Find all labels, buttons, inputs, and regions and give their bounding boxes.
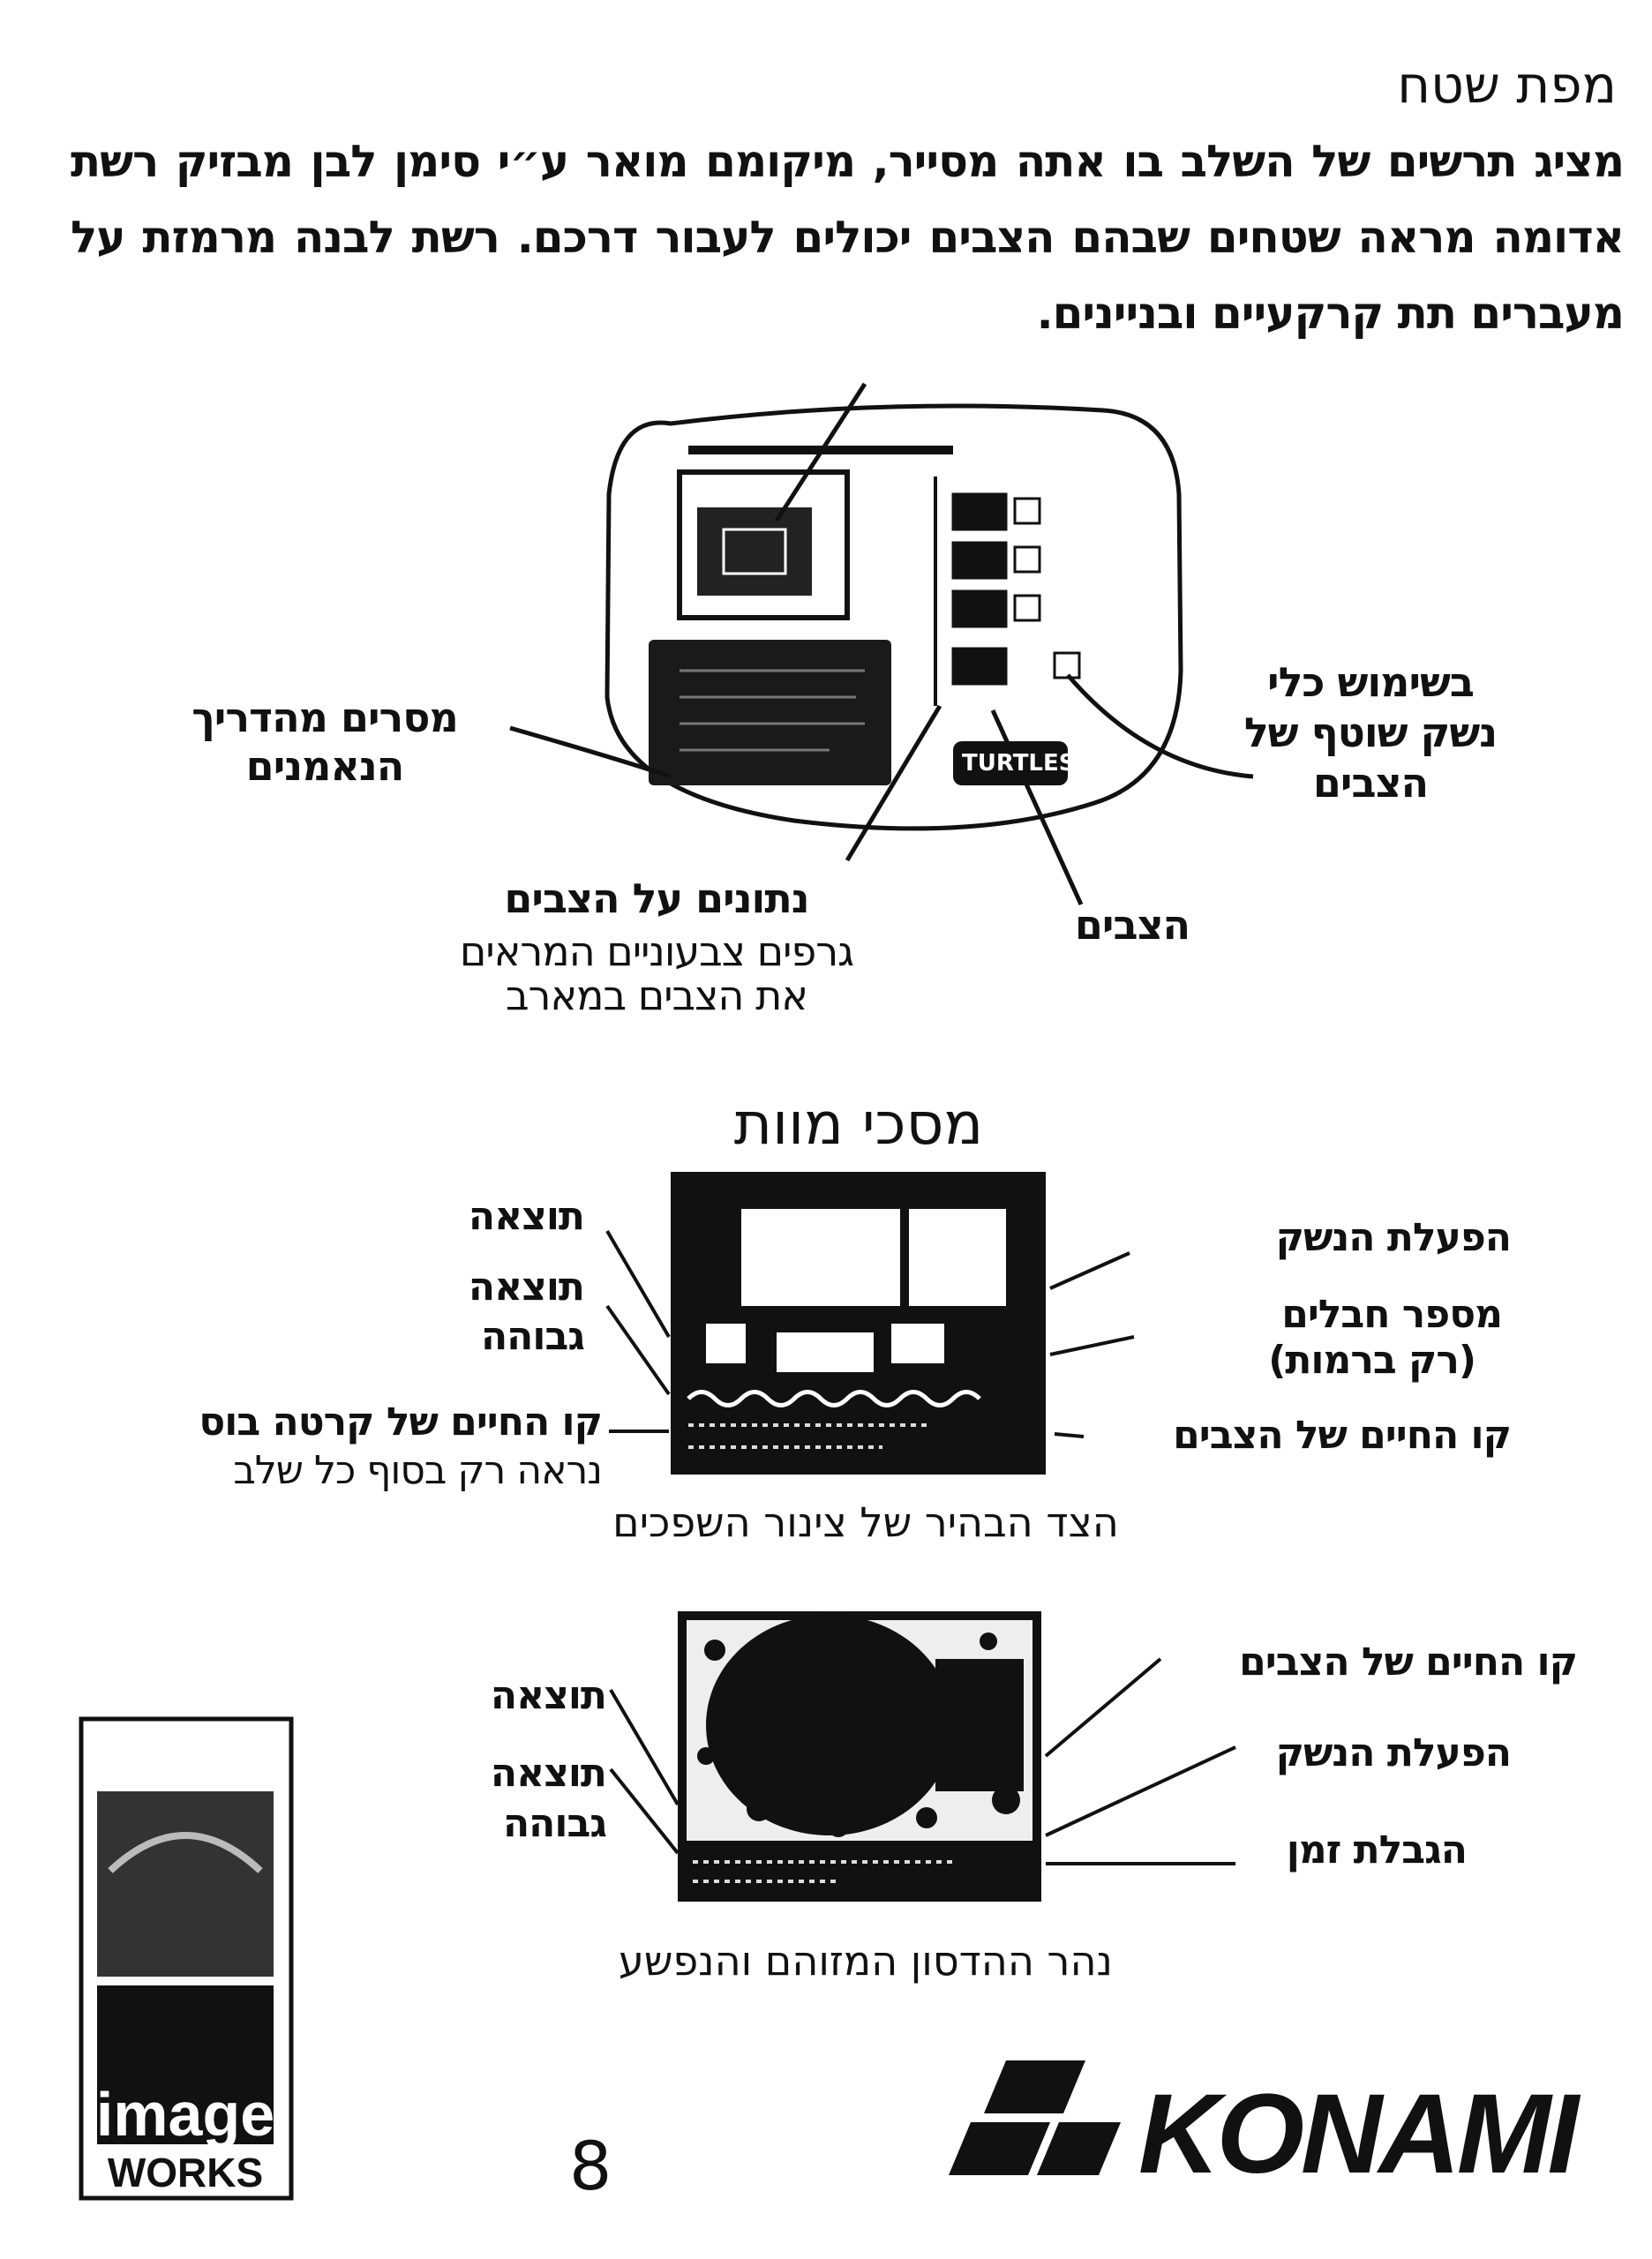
- s2-weapon-label: הפעלת הנשק: [1275, 1730, 1512, 1775]
- label-turtles: הצבים: [1074, 901, 1190, 949]
- s1-high-score-label-2: גבוהה: [480, 1314, 585, 1359]
- s1-score-label: תוצאה: [468, 1194, 585, 1239]
- s2-turtle-life-label: קו החיים של הצבים: [1239, 1640, 1578, 1685]
- s2-caption: נהר ההדסון המזוהם והנפשע: [619, 1937, 1113, 1985]
- s1-boss-life-label: קו החיים של קרטה בוס: [199, 1400, 603, 1445]
- s2-high-score-label-1: תוצאה: [490, 1751, 607, 1796]
- label-messages-1: מסרים מהדריך: [191, 694, 459, 741]
- label-turtle-data: נתונים על הצבים: [504, 874, 809, 922]
- section-paragraph: מציג תרשים של השלב בו אתה מסייר, מיקומם …: [71, 136, 1625, 339]
- s2-score-label: תוצאה: [490, 1673, 607, 1718]
- death-screens-title: מסכי מוות: [733, 1090, 984, 1158]
- s1-ropes-note: (רק ברמות): [1268, 1338, 1476, 1383]
- s1-caption: הצד הבהיר של צינור השפכים: [612, 1498, 1119, 1546]
- label-messages-2: הנאמנים: [245, 742, 405, 790]
- page-number: 8: [569, 2127, 612, 2205]
- s2-high-score-label-2: גבוהה: [502, 1801, 607, 1846]
- konami-logo: KONAMI: [1138, 2071, 1579, 2197]
- s1-high-score-label-1: תוצאה: [468, 1265, 585, 1310]
- label-weapon-1: בשימוש כלי: [1267, 658, 1475, 706]
- section-title: מפת שטח: [1397, 55, 1617, 115]
- label-weapon-3: הצבים: [1312, 759, 1429, 807]
- svg-text:image: image: [96, 2080, 274, 2149]
- label-turtle-data-2: גרפים צבעוניים המראים: [459, 927, 854, 975]
- label-weapon-2: נשק שוטף של: [1243, 709, 1498, 756]
- svg-text:WORKS: WORKS: [108, 2150, 263, 2195]
- s1-ropes-label: מספר חבלים: [1281, 1292, 1503, 1337]
- s1-turtle-life-label: קו החיים של הצבים: [1173, 1413, 1512, 1458]
- label-turtle-data-3: את הצבים במארב: [505, 972, 808, 1019]
- turtles-logo: TURTLES: [962, 750, 1076, 777]
- s2-time-limit-label: הגבלת זמן: [1286, 1827, 1468, 1872]
- s1-boss-life-note: נראה רק בסוף כל שלב: [233, 1448, 603, 1493]
- s1-weapon-label: הפעלת הנשק: [1275, 1215, 1512, 1260]
